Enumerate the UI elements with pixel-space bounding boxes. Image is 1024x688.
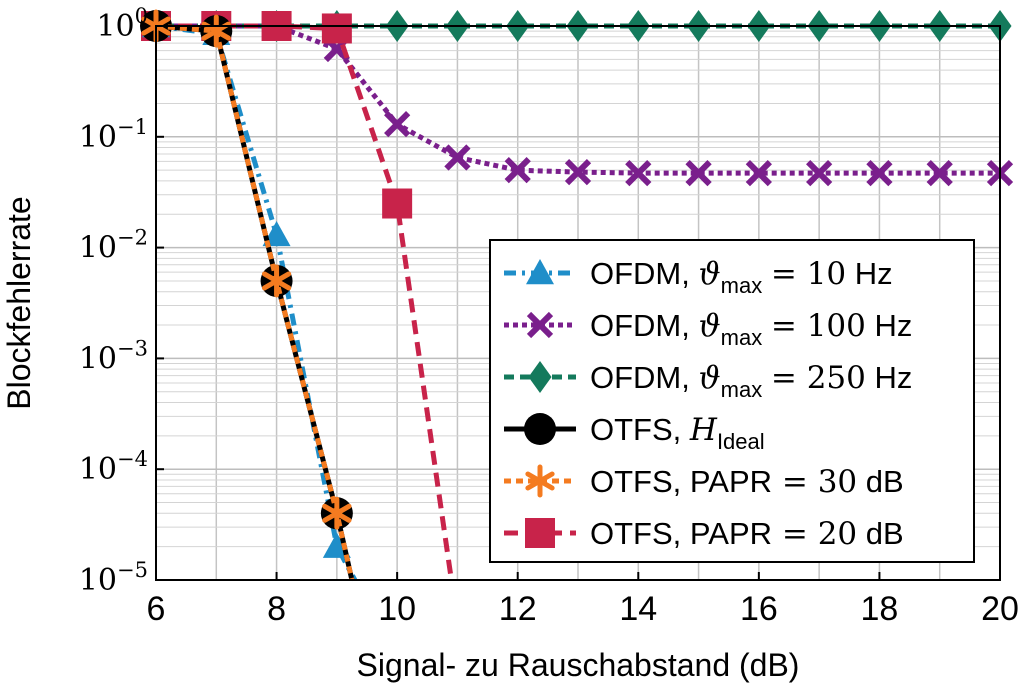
- series-line-otfs20: [156, 23, 454, 581]
- legend-marker-otfs20: [525, 518, 555, 548]
- data-point-ofdm100: [866, 160, 893, 187]
- data-point-otfs20: [382, 188, 413, 219]
- y-tick-label: 100: [96, 4, 148, 44]
- series-otfs20: [141, 11, 454, 581]
- y-tick-label: 10−5: [79, 558, 148, 598]
- legend-marker-ofdm100: [526, 311, 554, 339]
- data-point-ofdm100: [745, 160, 772, 187]
- legend-entry-otfs20: OTFS, PAPR = 20 dB: [504, 516, 904, 552]
- legend-entry-ofdm250: OFDM, ϑmax = 250 Hz: [504, 360, 912, 402]
- data-point-otfs30: [322, 496, 352, 530]
- legend-label-ofdm250: OFDM, ϑmax = 250 Hz: [590, 360, 912, 402]
- data-point-ofdm100: [504, 157, 531, 184]
- x-tick-label: 6: [147, 590, 166, 628]
- x-axis-label: Signal- zu Rauschabstand (dB): [357, 647, 800, 683]
- data-point-otfs20: [321, 13, 352, 44]
- legend-marker-otfsIdeal: [524, 413, 556, 445]
- legend-entry-otfs30: OTFS, PAPR = 30 dB: [504, 464, 904, 500]
- series-line-otfsIdeal: [155, 23, 355, 581]
- data-point-ofdm100: [444, 144, 471, 171]
- data-point-ofdm100: [685, 160, 712, 187]
- data-point-otfs30: [261, 264, 292, 298]
- y-tick-label: 10−3: [79, 336, 148, 376]
- legend-entry-ofdm10: OFDM, ϑmax = 10 Hz: [504, 256, 893, 298]
- plot-frame: [155, 25, 1001, 581]
- series-otfs30: [141, 9, 355, 581]
- legend-label-ofdm10: OFDM, ϑmax = 10 Hz: [590, 256, 893, 298]
- data-point-ofdm100: [926, 160, 953, 187]
- y-axis-label: Blockfehlerrate: [1, 196, 37, 409]
- legend-marker-ofdm10: [526, 259, 554, 285]
- x-tick-label: 12: [499, 590, 537, 628]
- legend-marker-ofdm250: [528, 361, 552, 393]
- y-tick-label: 10−4: [79, 447, 148, 487]
- legend-marker-otfs30: [525, 464, 555, 498]
- series-otfsIdeal: [140, 10, 355, 581]
- data-point-ofdm100: [625, 160, 652, 187]
- y-tick-label: 10−2: [79, 226, 148, 266]
- data-point-ofdm100: [384, 111, 411, 138]
- legend-box: [489, 239, 975, 563]
- legend: OFDM, ϑmax = 10 Hz OFDM, ϑmax = 100 Hz OFD…: [489, 239, 975, 563]
- x-tick-label: 14: [619, 590, 657, 628]
- legend-label-otfsIdeal: OTFS, HIdeal: [590, 412, 765, 454]
- legend-entry-otfsIdeal: OTFS, HIdeal: [504, 412, 765, 454]
- data-point-ofdm10: [262, 220, 291, 247]
- data-point-ofdm100: [806, 160, 833, 187]
- legend-label-otfs30: OTFS, PAPR = 30 dB: [590, 464, 904, 500]
- y-tick-label: 10−1: [79, 115, 148, 155]
- series-line-otfs30: [155, 23, 355, 581]
- x-tick-label: 10: [378, 590, 416, 628]
- x-tick-label: 8: [267, 590, 286, 628]
- legend-label-ofdm100: OFDM, ϑmax = 100 Hz: [590, 308, 912, 350]
- x-tick-label: 20: [981, 590, 1019, 628]
- axis-ticks: 6 8 10 12 14 16 18 20 100 10−1 10−2 10−3 10−4 10−5: [79, 4, 1019, 628]
- legend-label-otfs20: OTFS, PAPR = 20 dB: [590, 516, 904, 552]
- legend-entry-ofdm100: OFDM, ϑmax = 100 Hz: [504, 308, 912, 350]
- x-tick-label: 16: [740, 590, 778, 628]
- series-line-ofdm10: [155, 23, 358, 582]
- x-tick-label: 18: [861, 590, 899, 628]
- series-ofdm10: [142, 12, 358, 582]
- data-point-ofdm100: [564, 158, 592, 186]
